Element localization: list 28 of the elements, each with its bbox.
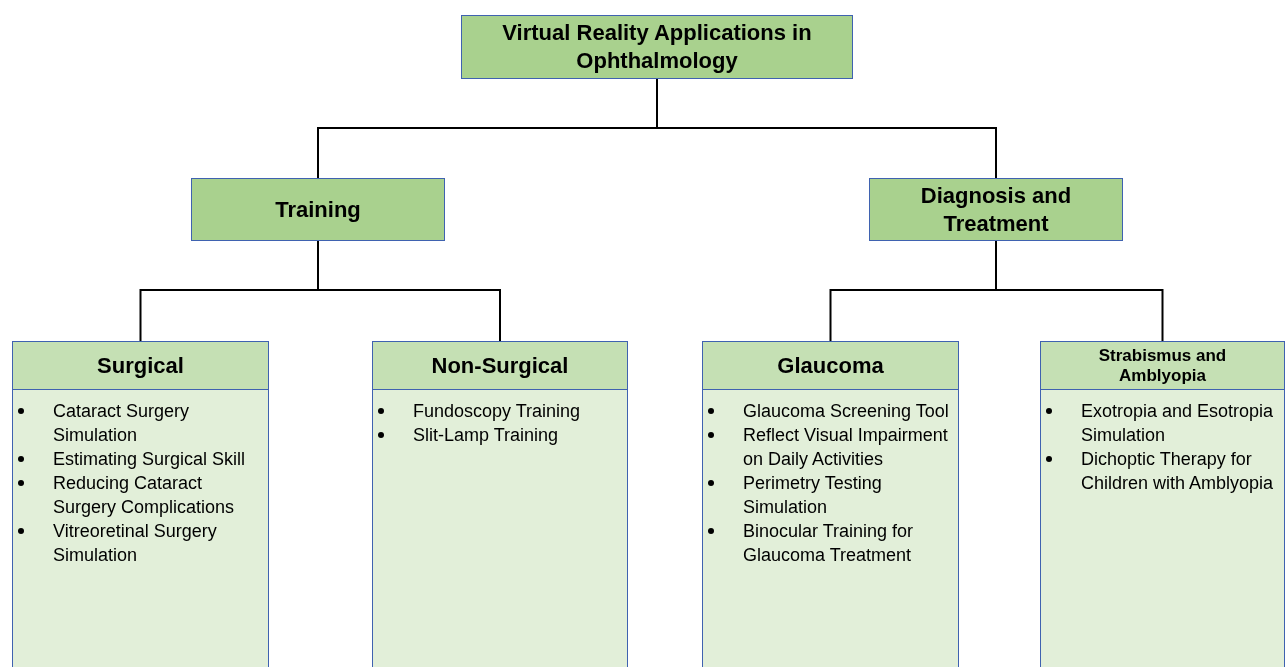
bullet-item: Cataract Surgery Simulation [53, 401, 190, 445]
bullet-item: Slit-Lamp Training [413, 425, 559, 445]
category-card [1040, 341, 1285, 667]
box-title: Diagnosis and Treatment [919, 181, 1073, 238]
bullet-item: Estimating Surgical Skill [53, 449, 246, 469]
category-box [869, 178, 1123, 241]
bullet-item: Perimetry Testing Simulation [743, 473, 882, 517]
bullet-item: Exotropia and Esotropia Simulation [1081, 401, 1274, 445]
connector-line [995, 240, 1164, 342]
card-heading: Non-Surgical [373, 342, 627, 390]
card-heading: Glaucoma [703, 342, 958, 390]
category-card [12, 341, 269, 667]
bullet-item: Vitreoretinal Surgery Simulation [53, 521, 217, 565]
bullet-item: Glaucoma Screening Tool [743, 401, 949, 421]
bullet-item: Reducing Cataract Surgery Complications [53, 473, 235, 517]
card-heading: Strabismus and Amblyopia [1041, 342, 1284, 390]
category-card [702, 341, 959, 667]
connector-line [317, 240, 501, 342]
box-title: Virtual Reality Applications in Ophthalmology [501, 19, 813, 75]
bullet-item: Dichoptic Therapy for Children with Amblyopia [1081, 449, 1274, 493]
bullet-item: Reflect Visual Impairment on Daily Activities [743, 425, 948, 469]
bullet-item: Fundoscopy Training [413, 401, 581, 421]
category-box [461, 15, 853, 79]
category-box [191, 178, 445, 241]
category-card [372, 341, 628, 667]
box-title: Training [275, 195, 361, 224]
bullet-item: Binocular Training for Glaucoma Treatment [743, 521, 914, 565]
card-heading: Surgical [13, 342, 268, 390]
